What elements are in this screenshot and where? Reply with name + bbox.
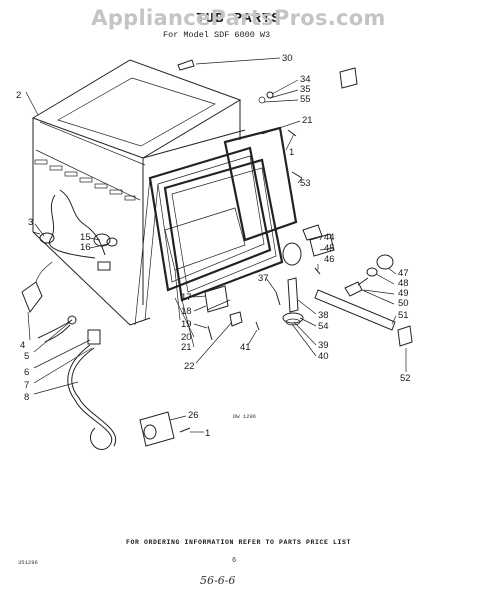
handwritten-note: 56-6-6 xyxy=(200,574,236,587)
callout-label: 45 xyxy=(324,243,335,254)
ordering-note: FOR ORDERING INFORMATION REFER TO PARTS … xyxy=(125,539,352,546)
callout-label: 40 xyxy=(318,351,329,362)
callout-label: 19 xyxy=(181,319,192,330)
callout-label: 8 xyxy=(24,392,29,403)
leader-lines xyxy=(25,57,407,433)
corner-code: 351296 xyxy=(18,559,38,566)
callout-label: 46 xyxy=(324,254,335,265)
callout-label: 4 xyxy=(20,340,25,351)
callout-label: 20 xyxy=(181,332,192,343)
callout-label: 37 xyxy=(258,273,269,284)
callout-label: 1 xyxy=(289,147,294,158)
callout-label: 21 xyxy=(302,115,313,126)
callout-label: 15 xyxy=(80,232,91,243)
callout-label: 50 xyxy=(398,298,409,309)
callout-label: 55 xyxy=(300,94,311,105)
callout-label: 34 xyxy=(300,74,311,85)
callout-label: 53 xyxy=(300,178,311,189)
callout-label: 44 xyxy=(324,232,335,243)
callout-label: 41 xyxy=(240,342,251,353)
callout-label: 2 xyxy=(16,90,21,101)
page-number: 6 xyxy=(232,557,237,565)
callout-label: 22 xyxy=(184,361,195,372)
figure-code: DW 1296 xyxy=(233,413,257,420)
callout-label: 39 xyxy=(318,340,329,351)
callout-label: 30 xyxy=(282,53,293,64)
callout-label: 17 xyxy=(181,292,192,303)
callout-labels: 3034355521153444546474849505152231516456… xyxy=(16,53,411,439)
callout-label: 38 xyxy=(318,310,329,321)
callout-label: 47 xyxy=(398,268,409,279)
callout-label: 26 xyxy=(188,410,199,421)
callout-label: 16 xyxy=(80,242,91,253)
wiring-harness xyxy=(21,189,118,451)
callout-label: 35 xyxy=(300,84,311,95)
callout-label: 54 xyxy=(318,321,329,332)
callout-label: 52 xyxy=(400,373,411,384)
callout-label: 18 xyxy=(181,306,192,317)
callout-label: 6 xyxy=(24,367,29,378)
callout-label: 51 xyxy=(398,310,409,321)
model-subtitle: For Model SDF 6000 W3 xyxy=(163,30,271,40)
callout-label: 48 xyxy=(398,278,409,289)
callout-label: 21 xyxy=(181,342,192,353)
tub-body xyxy=(31,59,246,326)
diagram-title: TUB PARTS xyxy=(196,11,281,27)
callout-label: 49 xyxy=(398,288,409,299)
callout-label: 7 xyxy=(24,380,29,391)
callout-label: 3 xyxy=(28,217,33,228)
hinge-and-bracket-parts xyxy=(139,59,413,447)
callout-label: 5 xyxy=(24,351,29,362)
callout-label: 1 xyxy=(205,428,210,439)
door-gasket xyxy=(134,126,298,326)
